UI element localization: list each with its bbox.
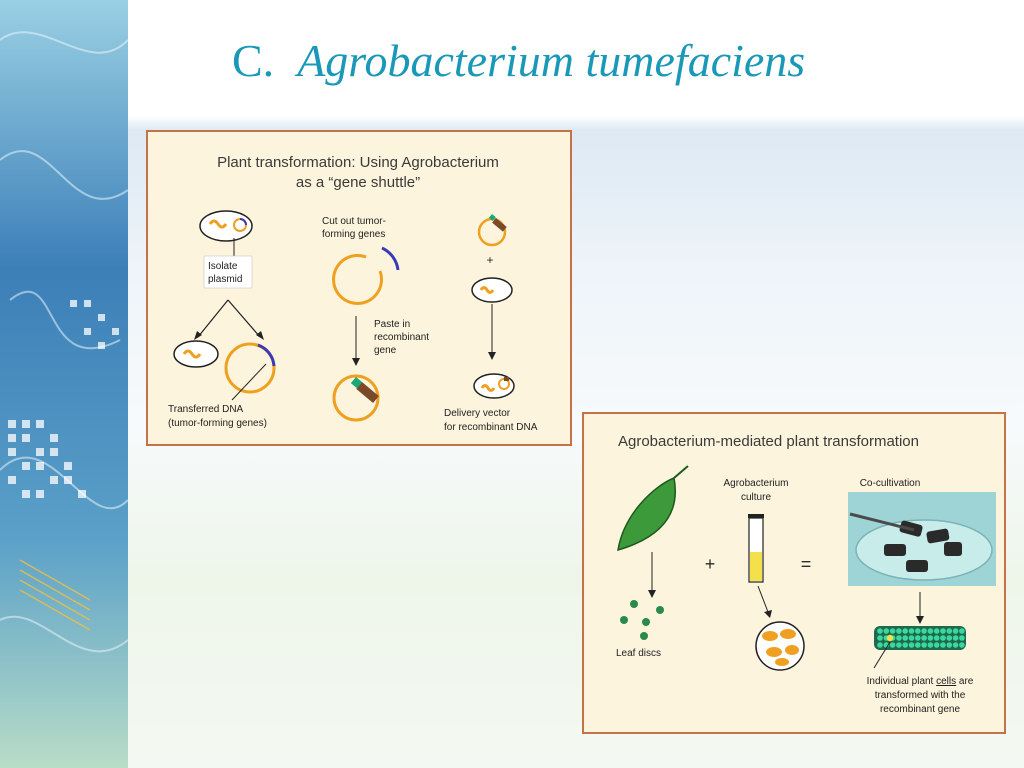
bacterium-icon [173, 340, 219, 368]
result-label-part-a: Individual plant [867, 676, 937, 687]
transferred-dna-label-line2: (tumor-forming genes) [168, 418, 267, 429]
bacterium-icon [199, 210, 253, 242]
result-label-cells: cells [936, 676, 956, 687]
plant-cell [959, 642, 965, 648]
panel1-title-line1: Plant transformation: Using Agrobacteriu… [217, 154, 499, 171]
plant-cell [921, 642, 927, 648]
cut-plasmid-icon [332, 246, 400, 305]
plant-transformation-panel: Agrobacterium-mediated plant transformat… [582, 412, 1006, 734]
gene-shuttle-panel: Plant transformation: Using Agrobacteriu… [146, 130, 572, 446]
plant-cell [940, 628, 946, 634]
cocultivation-label: Co-cultivation [860, 478, 921, 489]
plant-cell [915, 635, 921, 641]
plant-cell [877, 635, 883, 641]
equals-sign: = [801, 554, 812, 574]
bacterium-icon [471, 277, 513, 303]
plus-sign: + [486, 253, 493, 267]
title-prefix: C. [232, 35, 275, 86]
leaf-icon [617, 465, 689, 552]
gene-shuttle-diagram: Plant transformation: Using Agrobacteriu… [168, 154, 538, 433]
paste-label-line2: recombinant [374, 332, 429, 343]
culture-label-line1: Agrobacterium [723, 478, 788, 489]
plant-cell [946, 642, 953, 648]
plant-cell [908, 635, 915, 641]
delivery-vector-icon [473, 373, 515, 399]
result-label-line2: transformed with the [875, 690, 966, 701]
leaf-discs-icon [620, 600, 664, 640]
leaf-discs-label: Leaf discs [616, 648, 661, 659]
plant-cell [915, 628, 921, 634]
plant-cell [927, 642, 934, 648]
plant-cell [952, 628, 959, 634]
plant-cell [959, 635, 965, 641]
plant-cell [933, 628, 940, 634]
plant-cell [889, 628, 896, 634]
cut-label-line2: forming genes [322, 229, 385, 240]
ti-plasmid-icon [224, 342, 276, 401]
plant-cell [902, 628, 908, 634]
plant-cell [927, 628, 934, 634]
result-label-line1: Individual plant cells are [867, 676, 974, 687]
paste-label-line3: gene [374, 345, 397, 356]
plant-cell [927, 635, 934, 641]
delivery-label-line1: Delivery vector [444, 408, 511, 419]
plant-cell [921, 635, 927, 641]
panel2-title: Agrobacterium-mediated plant transformat… [618, 433, 919, 450]
plant-cell [952, 635, 959, 641]
plant-cell [908, 628, 915, 634]
recombinant-plasmid-icon [477, 214, 507, 247]
cocultivation-photo [848, 492, 996, 586]
plant-cell [883, 628, 890, 634]
result-label-part-c: are [956, 676, 974, 687]
plant-cell [940, 642, 946, 648]
paste-label-line1: Paste in [374, 319, 410, 330]
isolate-label-line2: plasmid [208, 274, 242, 285]
plant-cell [959, 628, 965, 634]
decorative-side-art [0, 0, 128, 768]
plant-cell [946, 628, 953, 634]
title-species: Agrobacterium tumefaciens [297, 35, 806, 86]
isolate-label-line1: Isolate [208, 261, 238, 272]
cut-label-line1: Cut out tumor- [322, 216, 386, 227]
plant-cell [915, 642, 921, 648]
culture-label-line2: culture [741, 492, 771, 503]
plant-cell [933, 642, 940, 648]
plant-cell [902, 642, 908, 648]
plant-cell [896, 628, 902, 634]
recombinant-plasmid-icon [332, 374, 380, 422]
plant-cell [940, 635, 946, 641]
plant-cell [921, 628, 927, 634]
plant-cell [952, 642, 959, 648]
plant-cell [902, 635, 908, 641]
plant-transformation-diagram: Agrobacterium-mediated plant transformat… [616, 433, 996, 715]
plant-cell [896, 635, 902, 641]
plant-cell [933, 635, 940, 641]
plant-cell [877, 642, 883, 648]
plant-cell [877, 628, 883, 634]
delivery-label-line2: for recombinant DNA [444, 422, 538, 433]
bacteria-dish-icon [755, 621, 805, 671]
plant-cells-icon [874, 626, 966, 650]
plant-cell [896, 642, 902, 648]
transferred-dna-label-line1: Transferred DNA [168, 404, 244, 415]
panel1-title-line2: as a “gene shuttle” [296, 174, 420, 191]
plant-cell [889, 642, 896, 648]
slide-title: C. Agrobacterium tumefaciens [232, 38, 805, 84]
plant-cell [946, 635, 953, 641]
culture-tube-icon [748, 514, 764, 583]
plant-cell [908, 642, 915, 648]
result-label-line3: recombinant gene [880, 704, 960, 715]
plus-sign: + [705, 554, 716, 574]
